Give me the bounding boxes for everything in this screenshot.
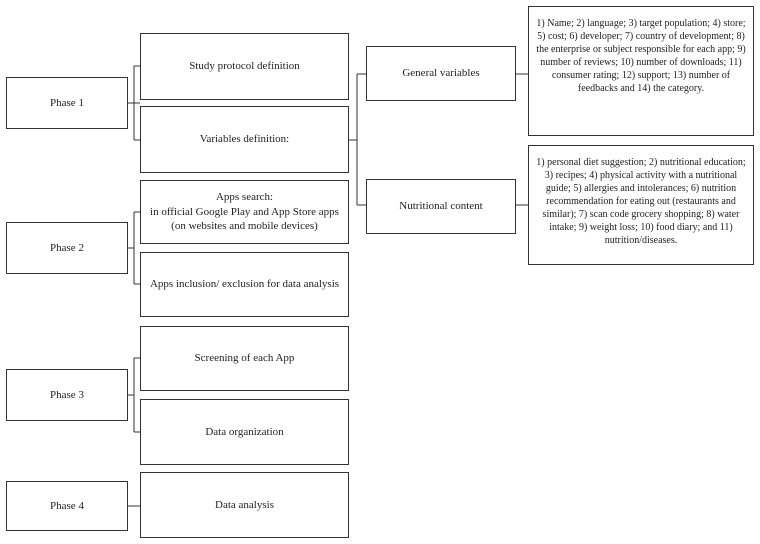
apps-inclusion-label: Apps inclusion/ exclusion for data analy… — [149, 278, 340, 291]
general-variables-detail-text: 1) Name; 2) language; 3) target populati… — [536, 18, 746, 94]
phase-1-label: Phase 1 — [50, 96, 84, 109]
screening-label: Screening of each App — [194, 352, 295, 365]
phase-3-label: Phase 3 — [50, 388, 84, 401]
data-analysis-label: Data analysis — [215, 498, 274, 511]
nutritional-content-box: Nutritional content — [366, 179, 516, 234]
screening-box: Screening of each App — [140, 326, 349, 391]
nutritional-content-details: 1) personal diet suggestion; 2) nutritio… — [528, 145, 754, 265]
nutritional-content-label: Nutritional content — [399, 200, 483, 213]
data-analysis-box: Data analysis — [140, 472, 349, 538]
general-variables-box: General variables — [366, 46, 516, 101]
data-organization-label: Data organization — [205, 425, 284, 438]
phase-4-label: Phase 4 — [50, 499, 84, 512]
phase-2-box: Phase 2 — [6, 222, 128, 274]
apps-search-detail: in official Google Play and App Store ap… — [150, 205, 339, 233]
apps-search-title: Apps search: — [215, 190, 274, 203]
nutritional-content-detail-text: 1) personal diet suggestion; 2) nutritio… — [536, 157, 746, 246]
apps-search-box: Apps search: in official Google Play and… — [140, 180, 349, 244]
phase-3-box: Phase 3 — [6, 369, 128, 421]
variables-definition-box: Variables definition: — [140, 106, 349, 173]
study-protocol-box: Study protocol definition — [140, 33, 349, 100]
phase-4-box: Phase 4 — [6, 481, 128, 531]
phase-1-box: Phase 1 — [6, 77, 128, 129]
study-protocol-label: Study protocol definition — [189, 60, 300, 73]
general-variables-label: General variables — [402, 67, 480, 80]
variables-definition-label: Variables definition: — [199, 133, 290, 146]
data-organization-box: Data organization — [140, 399, 349, 465]
apps-inclusion-box: Apps inclusion/ exclusion for data analy… — [140, 252, 349, 317]
general-variables-details: 1) Name; 2) language; 3) target populati… — [528, 6, 754, 136]
phase-2-label: Phase 2 — [50, 241, 84, 254]
